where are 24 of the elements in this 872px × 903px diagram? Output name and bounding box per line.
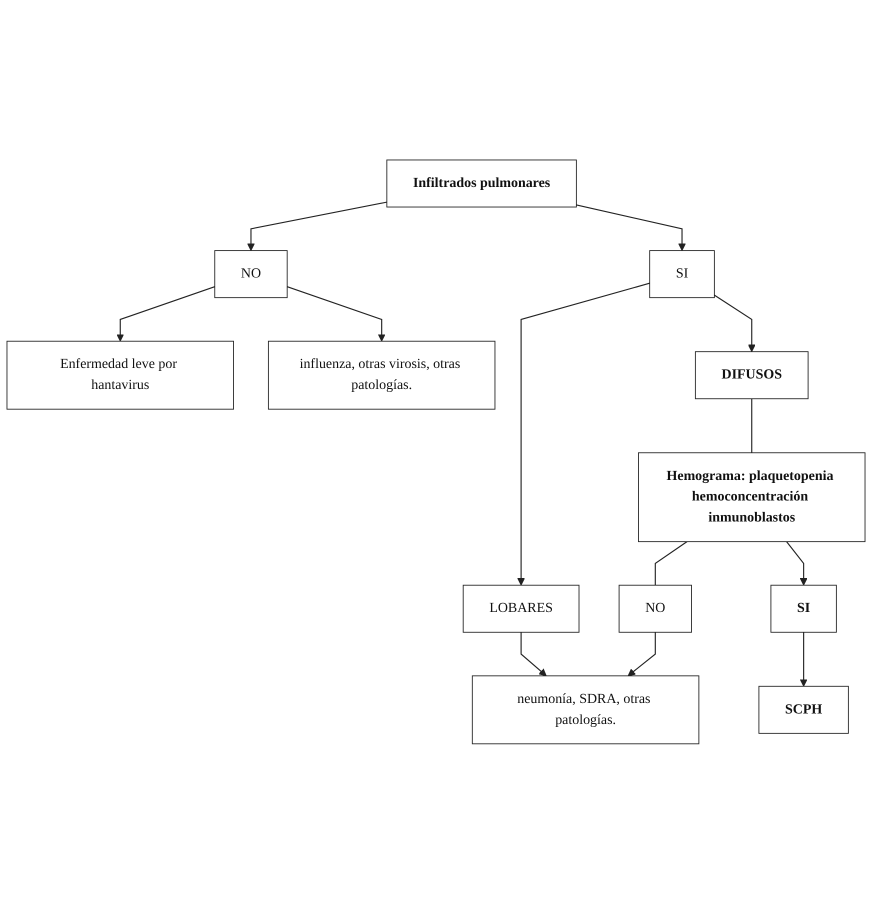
connector (654, 540, 688, 585)
arrow (628, 632, 656, 676)
node-box: Infiltrados pulmonares (386, 159, 577, 208)
node-box: neumonía, SDRA, otras patologías. (472, 675, 700, 744)
node-box: NO (214, 250, 288, 298)
arrow (287, 286, 386, 342)
arrow (576, 204, 686, 251)
node-box: DIFUSOS (694, 350, 809, 399)
node-box: Enfermedad leve por hantavirus (6, 340, 234, 410)
arrow (520, 632, 547, 676)
arrow (116, 286, 215, 342)
node-box: LOBARES (462, 584, 580, 632)
arrow (800, 632, 808, 686)
arrow (714, 294, 756, 352)
node-box: SCPH (758, 685, 849, 734)
node-box: NO (618, 584, 692, 632)
node-box: SI (770, 584, 837, 632)
connector (751, 398, 752, 452)
node-box: SI (649, 250, 715, 298)
arrow (517, 282, 650, 586)
node-box: influenza, otras virosis, otras patologías. (268, 340, 496, 410)
node-box: Hemograma: plaquetopenia hemoconcentración inmunoblastos (638, 452, 866, 542)
arrow (786, 540, 808, 586)
arrow (247, 201, 387, 251)
